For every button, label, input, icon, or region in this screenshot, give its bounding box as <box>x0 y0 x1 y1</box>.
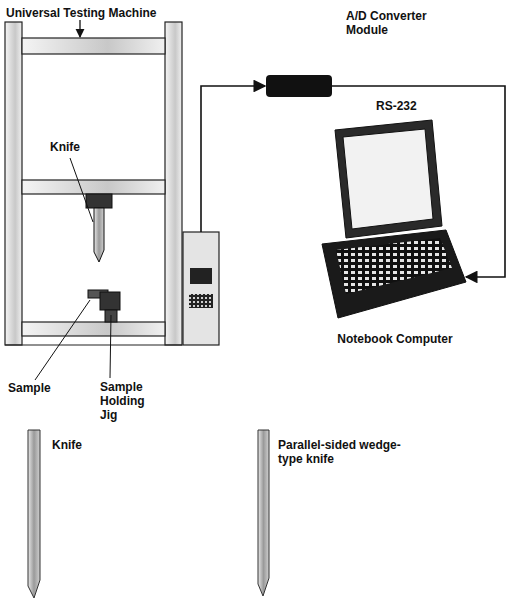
signal-arrow <box>220 85 265 87</box>
part-label: Sample Holding Jig <box>100 380 160 422</box>
testing-machine <box>5 20 220 380</box>
node-title: Notebook Computer <box>325 332 465 346</box>
notebook-computer: Notebook Computer <box>315 115 465 320</box>
node-title: A/D Converter Module <box>346 9 458 37</box>
part-label: Parallel-sided wedge-type knife <box>278 438 403 466</box>
node-title: Universal Testing Machine <box>6 6 220 20</box>
knife-figures <box>28 430 269 598</box>
converter-box: A/D Converter Module <box>266 75 332 97</box>
machine-frame: Universal Testing Machine <box>2 2 220 352</box>
notebook-computer-figure <box>322 120 466 318</box>
part-label: Knife <box>50 140 110 154</box>
signal-label: RS-232 <box>376 99 436 113</box>
part-label: Knife <box>52 438 112 452</box>
part-label: Sample <box>8 381 68 395</box>
signal-arrow <box>332 86 505 277</box>
